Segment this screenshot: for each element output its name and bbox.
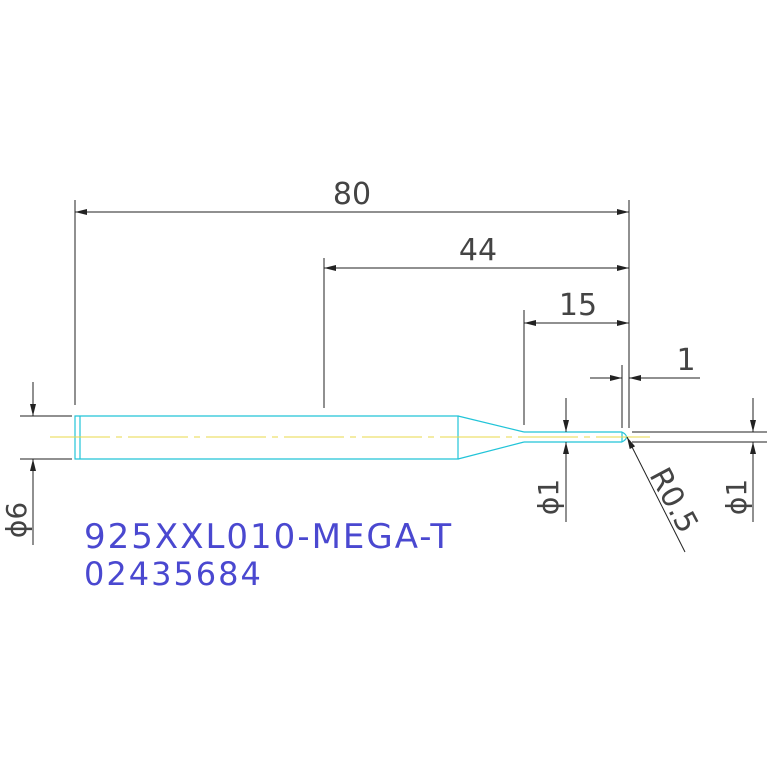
dim-text-reach-length: 44 [459,233,497,268]
part-number-label: 925XXL010-MEGA-T [84,517,453,557]
dim-text-shank-diameter: ϕ6 [0,502,33,538]
dim-text-neck-diameter: ϕ1 [532,479,565,515]
order-code-label: 02435684 [84,555,263,593]
dim-text-neck-length: 15 [559,288,597,323]
dim-text-overall-length: 80 [333,177,371,212]
extension-lines [20,200,767,460]
dimension-lines [30,209,756,553]
dim-text-tip-diameter: ϕ1 [720,479,753,515]
neck-outline [524,431,622,443]
taper-outline [457,415,525,460]
dim-leader-radius [626,436,686,553]
tool-body [74,415,628,460]
dim-text-cutting-length: 1 [676,343,695,378]
